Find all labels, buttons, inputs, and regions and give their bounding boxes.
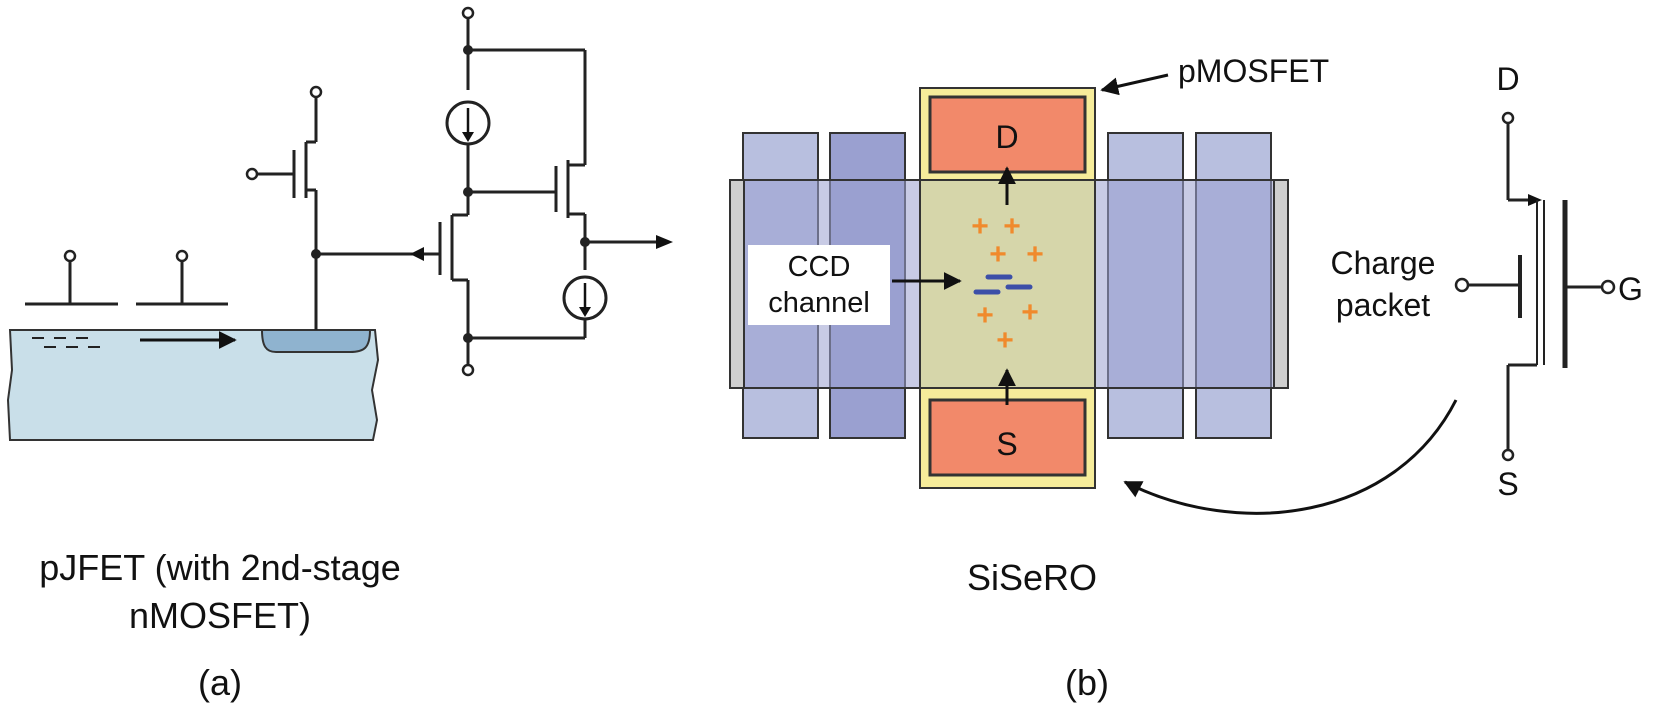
panel-a-label: (a) xyxy=(198,662,242,703)
positive-charges: + + + + + + + xyxy=(971,210,1044,357)
pmosfet-label: pMOSFET xyxy=(1178,53,1329,89)
reset-transistor xyxy=(245,85,323,198)
pjfet-well xyxy=(260,329,372,353)
ccd-channel-callout xyxy=(748,245,890,325)
symbol-source-label: S xyxy=(1497,466,1518,502)
ccd-label-line2: channel xyxy=(768,287,870,319)
negative-charges xyxy=(973,274,1033,295)
pjfet-caption-line2: nMOSFET) xyxy=(129,595,311,636)
plus-charge: + xyxy=(996,324,1014,357)
plus-charge: + xyxy=(989,238,1007,271)
second-stage-amplifier xyxy=(424,6,673,377)
silicon-substrate xyxy=(6,329,380,441)
source-label: S xyxy=(996,426,1017,462)
charge-dashes xyxy=(32,337,100,348)
sisero-caption: SiSeRO xyxy=(967,557,1097,598)
symbol-mapping-arrow xyxy=(1123,399,1458,515)
drain-label: D xyxy=(995,119,1018,155)
charge-packet-line2: packet xyxy=(1336,287,1430,323)
plus-charge: + xyxy=(971,210,989,243)
source-contact xyxy=(928,398,1087,477)
panel-b: D S + + + + + + + CCD channel pMOSFET xyxy=(729,53,1329,703)
plus-charge: + xyxy=(1003,210,1021,243)
plus-charge: + xyxy=(976,299,994,332)
ccd-label-line1: CCD xyxy=(788,251,851,283)
plus-charge: + xyxy=(1021,296,1039,329)
sisero-transistor-symbol: D S G Charge packet xyxy=(1331,61,1643,502)
panel-b-label: (b) xyxy=(1065,662,1109,703)
symbol-gate-label: G xyxy=(1618,271,1643,307)
panel-a: pJFET (with 2nd-stage nMOSFET) (a) xyxy=(6,6,673,703)
ccd-gate-electrodes xyxy=(25,249,228,306)
charge-packet-line1: Charge xyxy=(1331,245,1436,281)
pjfet-caption-line1: pJFET (with 2nd-stage xyxy=(39,547,401,588)
plus-charge: + xyxy=(1026,238,1044,271)
symbol-drain-label: D xyxy=(1496,61,1519,97)
